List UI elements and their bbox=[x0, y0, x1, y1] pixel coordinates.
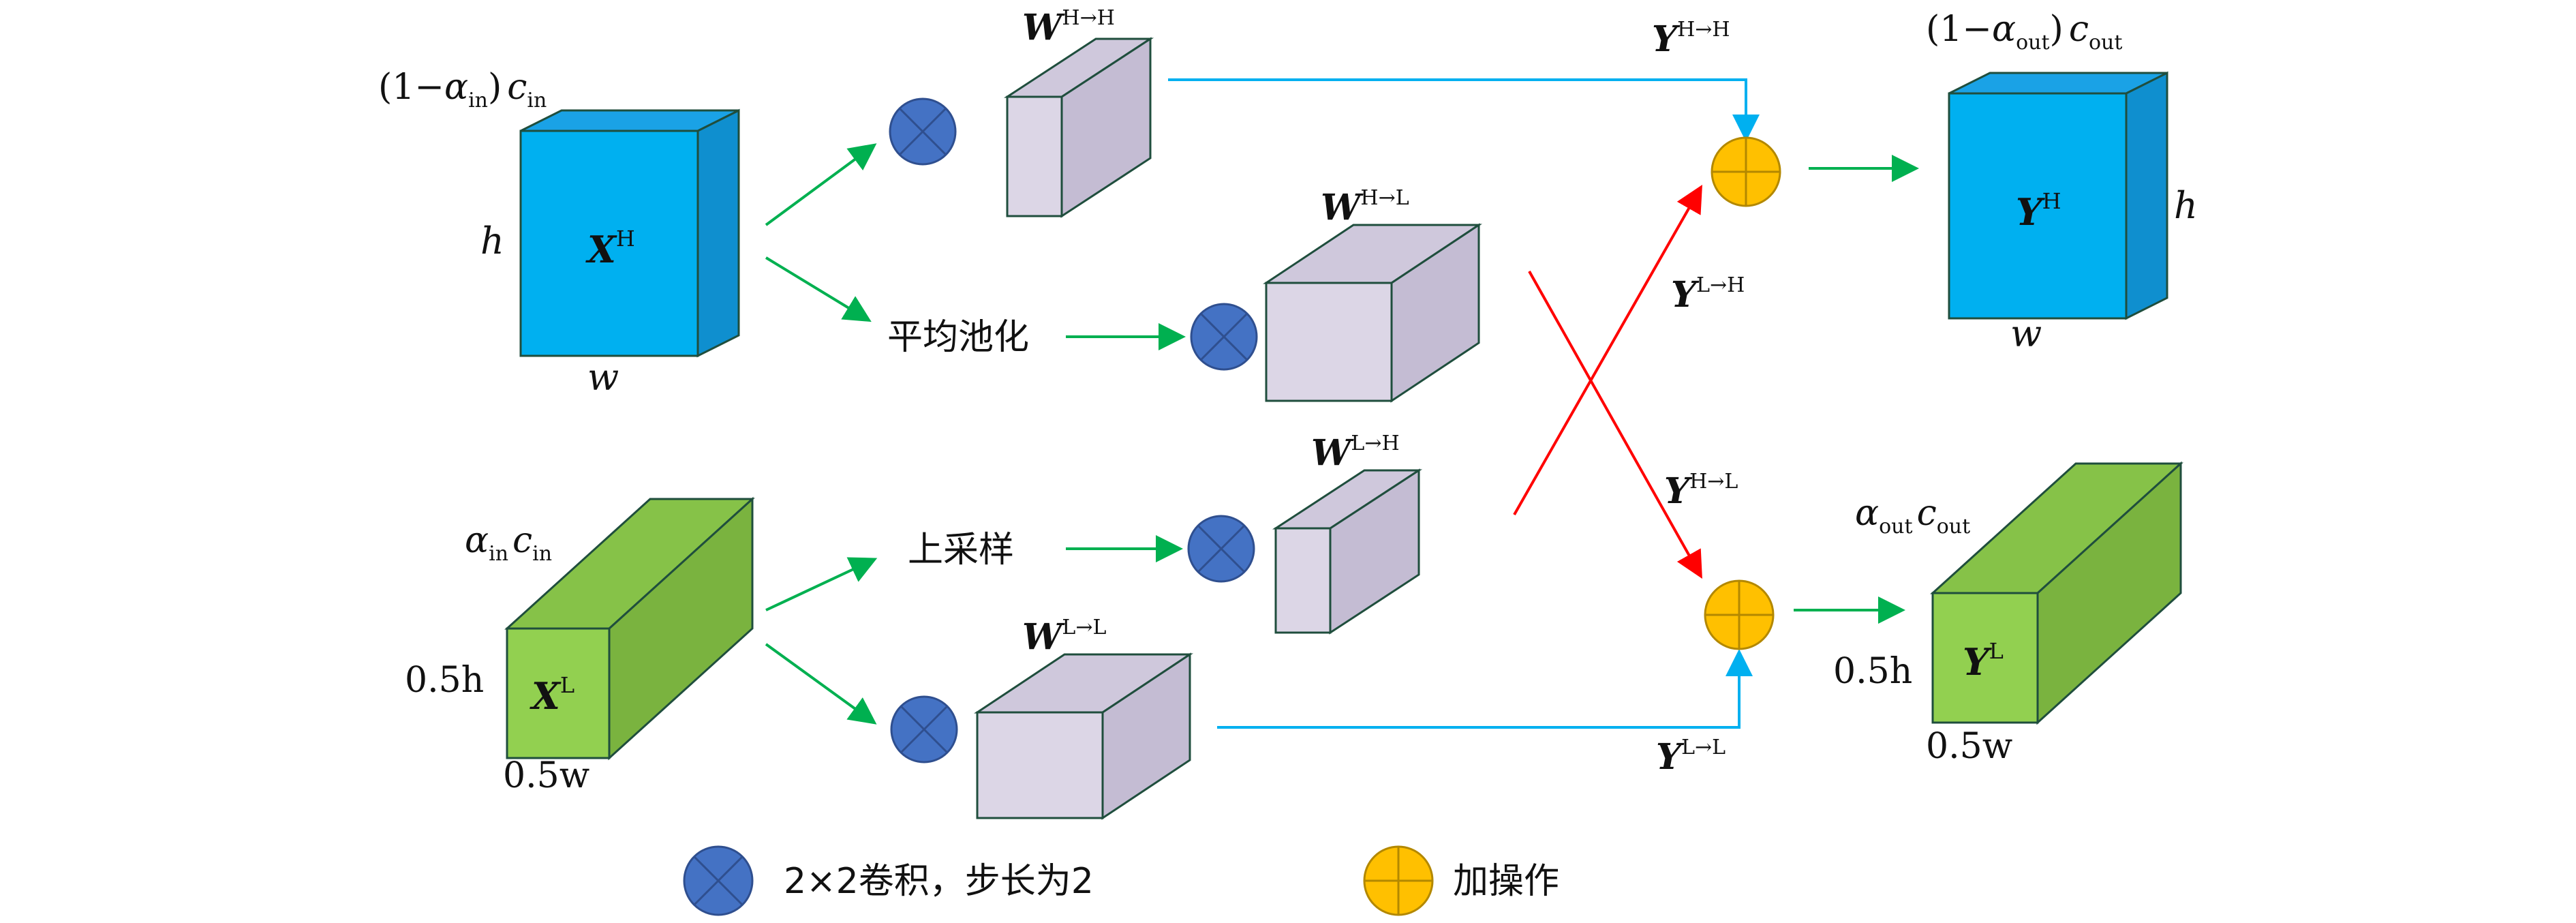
arrow-low-to-conv bbox=[765, 643, 877, 725]
y-ll-label: YL→L bbox=[1656, 736, 1726, 778]
legend: 2×2卷积，步长为2 加操作 bbox=[683, 845, 1559, 916]
legend-add-icon bbox=[1363, 845, 1434, 916]
input-low-width-label: 0.5w bbox=[503, 755, 589, 796]
arrow-hl-to-low-add bbox=[1528, 271, 1702, 579]
output-high-channels-label: (1−αout)cout bbox=[1926, 9, 2122, 55]
output-low-cube bbox=[1930, 461, 2183, 725]
legend-conv-icon bbox=[683, 845, 754, 916]
add-op-low bbox=[1704, 579, 1775, 650]
arrow-high-to-pool bbox=[765, 256, 872, 322]
weight-lh-label: WL→H bbox=[1311, 432, 1400, 474]
weight-cube-lh bbox=[1272, 468, 1423, 635]
output-low-width-label: 0.5w bbox=[1926, 726, 2012, 767]
weight-hh-label: WH→H bbox=[1022, 6, 1115, 48]
y-hl-label: YH→L bbox=[1664, 470, 1738, 512]
output-low-height-label: 0.5h bbox=[1833, 651, 1912, 692]
input-high-cube-side bbox=[696, 108, 740, 358]
arrow-yll-to-add bbox=[1217, 649, 1753, 729]
input-high-height-label: h bbox=[480, 220, 504, 262]
input-high-tensor-label: XH bbox=[585, 226, 635, 271]
conv-op-hh bbox=[889, 97, 957, 166]
arrow-low-to-upsample bbox=[765, 557, 878, 611]
input-low-height-label: 0.5h bbox=[405, 660, 484, 701]
conv-op-ll bbox=[890, 695, 958, 763]
upsample-label: 上采样 bbox=[908, 530, 1014, 571]
arrow-high-to-conv bbox=[765, 143, 877, 226]
output-low-cube-front bbox=[1931, 592, 2039, 724]
arrow-lh-to-high-add bbox=[1513, 185, 1702, 515]
input-high-cube-front bbox=[519, 130, 699, 357]
output-high-width-label: w bbox=[2010, 312, 2042, 355]
input-high-cube bbox=[519, 108, 740, 358]
weight-cube-hl bbox=[1263, 223, 1482, 403]
avg-pool-label: 平均池化 bbox=[887, 317, 1029, 358]
output-low-tensor-label: YL bbox=[1963, 638, 2004, 684]
output-high-tensor-label: YH bbox=[2016, 188, 2061, 234]
weight-hl-label: WH→L bbox=[1321, 186, 1409, 228]
legend-add-label: 加操作 bbox=[1453, 861, 1559, 902]
arrow-yhh-to-add bbox=[1168, 78, 1760, 142]
input-low-tensor-label: XL bbox=[530, 672, 574, 718]
output-high-cube-front bbox=[1948, 92, 2128, 320]
input-high-width-label: w bbox=[587, 356, 619, 399]
output-high-cube-side bbox=[2125, 71, 2168, 320]
legend-conv-label: 2×2卷积，步长为2 bbox=[784, 861, 1094, 902]
output-high-height-label: h bbox=[2174, 184, 2198, 227]
input-high-channels-label: (1−αin)cin bbox=[378, 67, 547, 112]
y-lh-label: YL→H bbox=[1671, 273, 1745, 316]
input-low-cube-front bbox=[506, 627, 611, 759]
conv-op-lh bbox=[1187, 515, 1255, 583]
weight-ll-label: WL→L bbox=[1022, 616, 1106, 658]
input-low-cube bbox=[504, 496, 755, 761]
weight-cube-ll bbox=[974, 652, 1193, 820]
add-op-high bbox=[1711, 136, 1781, 207]
y-hh-label: YH→H bbox=[1652, 18, 1730, 60]
weight-cube-hh bbox=[1003, 37, 1154, 218]
output-high-cube bbox=[1948, 71, 2168, 320]
conv-op-hl bbox=[1190, 303, 1258, 371]
